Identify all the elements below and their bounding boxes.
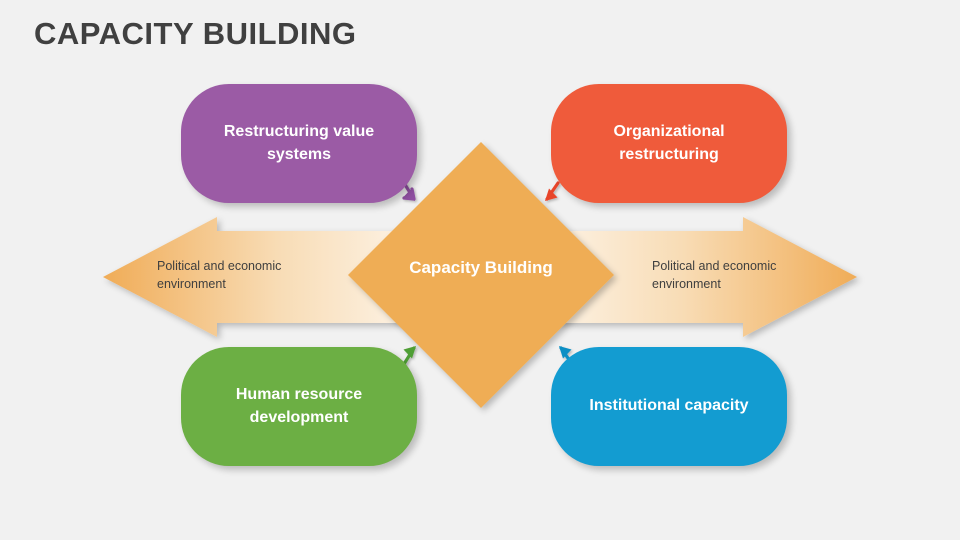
arrow-left-icon — [103, 217, 420, 337]
node-label: Human resource development — [235, 386, 363, 426]
node-label: Restructuring value systems — [223, 123, 375, 163]
node-restructuring-value-systems[interactable]: Restructuring value systems — [181, 84, 417, 203]
arrow-up-right-icon — [402, 346, 416, 366]
arrow-right-icon — [540, 217, 857, 337]
arrow-down-left-icon — [545, 181, 560, 201]
center-diamond[interactable] — [348, 142, 614, 408]
node-organizational-restructuring[interactable]: Organizational restructuring — [551, 84, 787, 203]
arrow-down-right-icon — [402, 181, 416, 201]
node-human-resource-development[interactable]: Human resource development — [181, 347, 417, 466]
left-arrow-label: Political and economic environment — [157, 259, 282, 291]
node-institutional-capacity[interactable]: Institutional capacity — [551, 347, 787, 466]
right-arrow-label: Political and economic environment — [652, 259, 777, 291]
page-title: CAPACITY BUILDING — [34, 16, 357, 51]
node-label: Institutional capacity — [589, 397, 749, 415]
node-label: Organizational restructuring — [613, 123, 725, 163]
